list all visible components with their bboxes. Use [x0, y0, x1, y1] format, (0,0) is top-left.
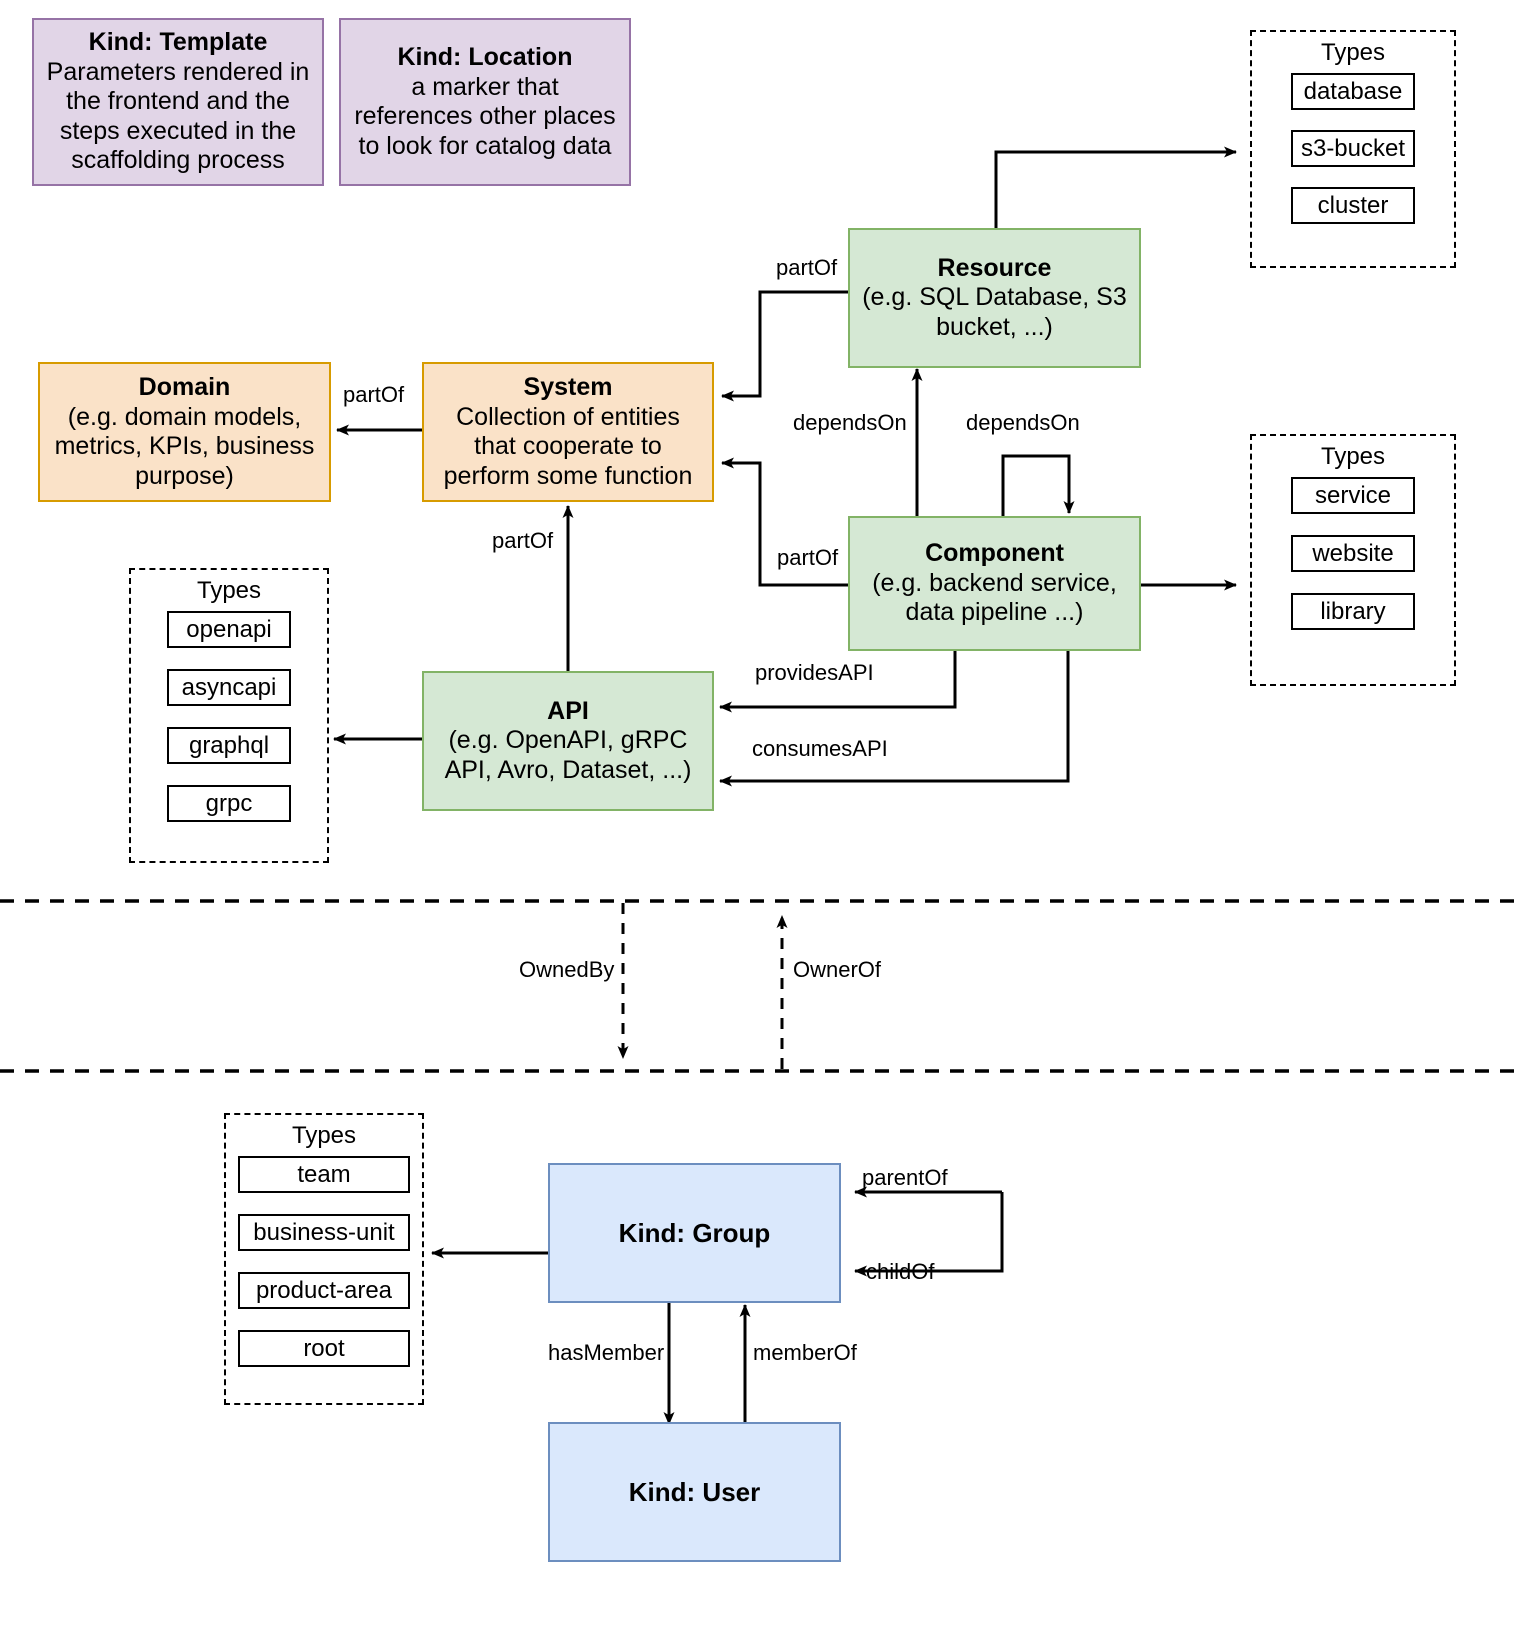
edge-label-ownerof: OwnerOf [793, 957, 882, 982]
types-box-group: Types team business-unit product-area ro… [224, 1113, 424, 1405]
type-chip-asyncapi[interactable]: asyncapi [167, 669, 291, 706]
edge-label-resource-partof-system: partOf [776, 255, 838, 280]
node-kind-location[interactable]: Kind: Location a marker that references … [339, 18, 631, 186]
edge-label-component-dependson-self: dependsOn [966, 410, 1080, 435]
type-chip-business-unit[interactable]: business-unit [238, 1214, 410, 1251]
node-system-desc: Collection of entities that cooperate to… [443, 402, 693, 490]
type-chip-graphql[interactable]: graphql [167, 727, 291, 764]
node-kind-group-title: Kind: Group [618, 1217, 771, 1248]
node-api[interactable]: API (e.g. OpenAPI, gRPC API, Avro, Datas… [422, 671, 714, 811]
types-box-resource: Types database s3-bucket cluster [1250, 30, 1456, 268]
type-chip-team[interactable]: team [238, 1156, 410, 1193]
node-component[interactable]: Component (e.g. backend service, data pi… [848, 516, 1141, 651]
node-kind-template-desc: Parameters rendered in the frontend and … [46, 57, 310, 175]
node-component-desc: (e.g. backend service, data pipeline ...… [872, 568, 1117, 627]
types-label: Types [196, 577, 262, 604]
edge-label-ownedby: OwnedBy [519, 957, 615, 982]
edge-label-group-parentof: parentOf [862, 1165, 948, 1190]
type-chip-database[interactable]: database [1291, 73, 1415, 110]
node-resource[interactable]: Resource (e.g. SQL Database, S3 bucket, … [848, 228, 1141, 368]
node-kind-template[interactable]: Kind: Template Parameters rendered in th… [32, 18, 324, 186]
type-chip-s3-bucket[interactable]: s3-bucket [1291, 130, 1415, 167]
node-component-title: Component [925, 539, 1064, 568]
node-resource-title: Resource [937, 253, 1052, 282]
types-label: Types [291, 1122, 357, 1149]
types-label: Types [1320, 39, 1386, 66]
types-label: Types [1320, 443, 1386, 470]
wire-component-partof-system [721, 457, 848, 587]
wire-component-consumesapi-api [719, 650, 1070, 787]
edge-label-component-consumesapi: consumesAPI [752, 736, 888, 761]
type-chip-grpc[interactable]: grpc [167, 785, 291, 822]
edge-label-group-hasmember: hasMember [548, 1340, 665, 1365]
node-domain-desc: (e.g. domain models, metrics, KPIs, busi… [54, 402, 315, 490]
wire-component-dependson-self [1001, 454, 1075, 518]
node-kind-template-title: Kind: Template [88, 28, 268, 57]
edge-label-component-providesapi: providesAPI [755, 660, 874, 685]
type-chip-website[interactable]: website [1291, 535, 1415, 572]
type-chip-cluster[interactable]: cluster [1291, 187, 1415, 224]
types-box-api: Types openapi asyncapi graphql grpc [129, 568, 329, 863]
node-kind-user[interactable]: Kind: User [548, 1422, 841, 1562]
wire-component-providesapi-api [719, 650, 957, 713]
type-chip-service[interactable]: service [1291, 477, 1415, 514]
type-chip-product-area[interactable]: product-area [238, 1272, 410, 1309]
node-kind-location-title: Kind: Location [397, 43, 573, 71]
type-chip-openapi[interactable]: openapi [167, 611, 291, 648]
node-resource-desc: (e.g. SQL Database, S3 bucket, ...) [862, 283, 1127, 341]
edge-label-user-memberof: memberOf [753, 1340, 857, 1365]
types-box-component: Types service website library [1250, 434, 1456, 686]
wire-resource-to-types [994, 146, 1237, 228]
node-domain-title: Domain [138, 373, 231, 401]
node-system-title: System [523, 373, 613, 401]
node-domain[interactable]: Domain (e.g. domain models, metrics, KPI… [38, 362, 331, 502]
type-chip-root[interactable]: root [238, 1330, 410, 1367]
edge-label-component-dependson-resource: dependsOn [793, 410, 907, 435]
node-kind-user-title: Kind: User [628, 1476, 761, 1507]
edge-label-api-partof-system: partOf [492, 528, 554, 553]
wire-resource-partof-system [721, 290, 848, 402]
wire-group-parentof [854, 1192, 1004, 1277]
node-kind-group[interactable]: Kind: Group [548, 1163, 841, 1303]
node-system[interactable]: System Collection of entities that coope… [422, 362, 714, 502]
edge-label-component-partof-system: partOf [777, 545, 839, 570]
node-kind-location-desc: a marker that references other places to… [354, 72, 616, 160]
edge-label-group-childof: childOf [866, 1259, 935, 1284]
type-chip-library[interactable]: library [1291, 593, 1415, 630]
node-api-desc: (e.g. OpenAPI, gRPC API, Avro, Dataset, … [444, 726, 692, 784]
edge-label-system-partof-domain: partOf [343, 382, 405, 407]
node-api-title: API [547, 696, 589, 725]
